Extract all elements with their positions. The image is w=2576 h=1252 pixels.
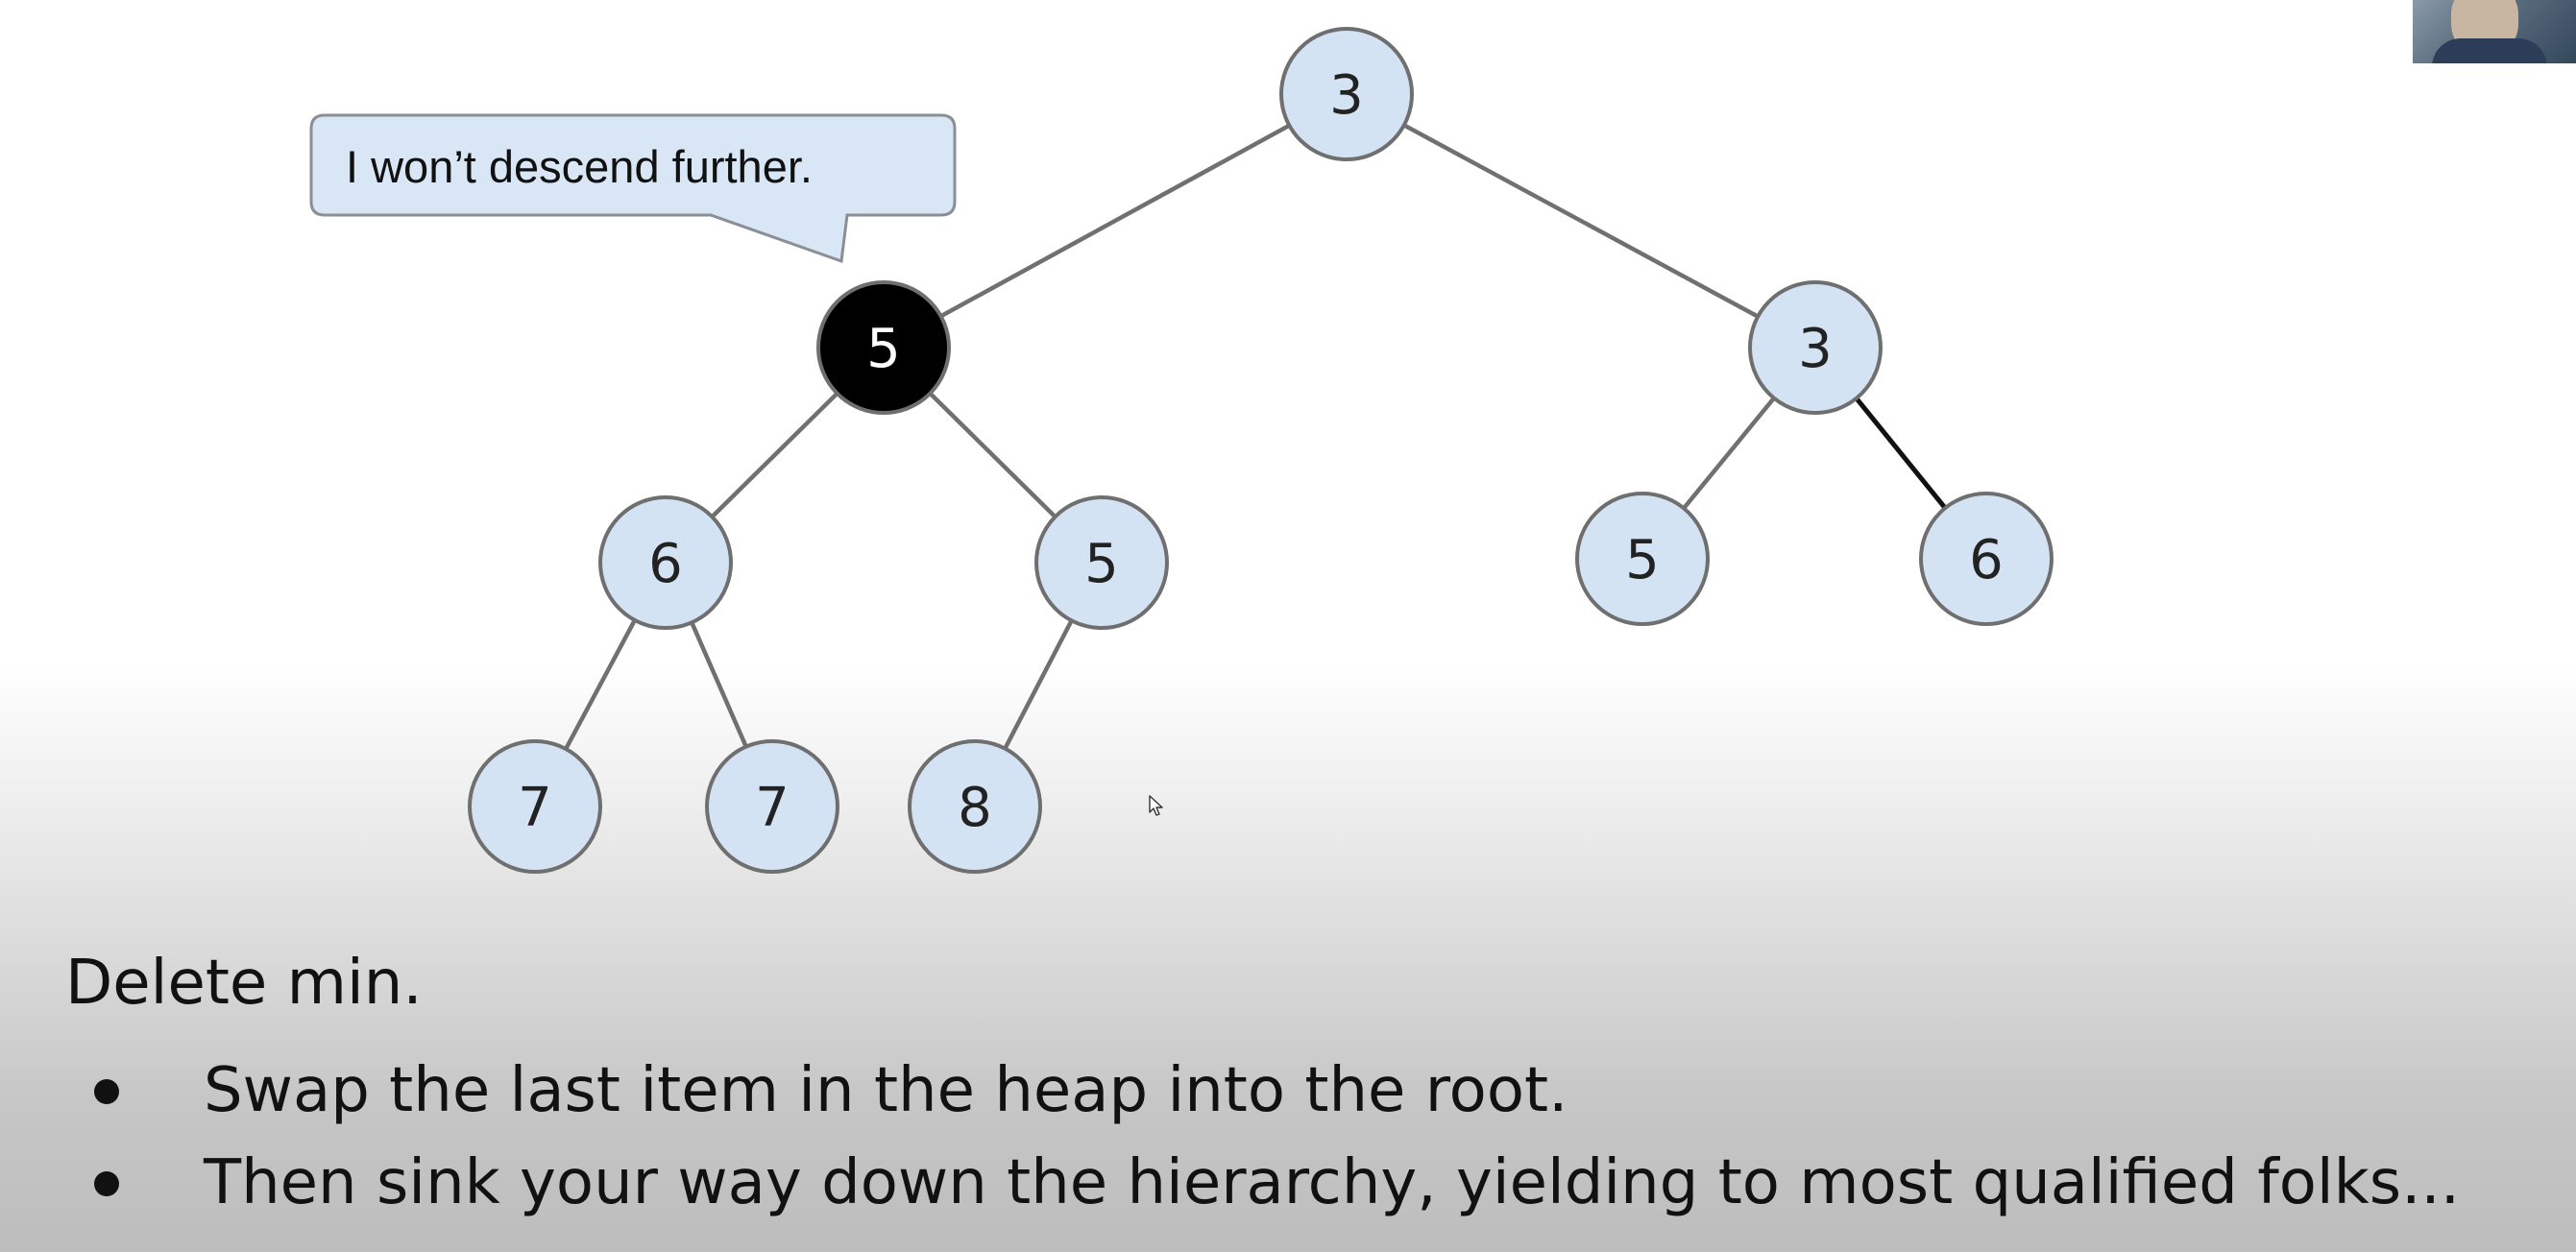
- tree-node: 6: [1919, 492, 2054, 626]
- tree-nodes: 3 5 3 6 5 5 6 7 7 8: [468, 27, 2054, 874]
- node-circle: [1279, 27, 1414, 161]
- tree-node: 3: [1279, 27, 1414, 161]
- tree-edge: [1345, 92, 1817, 349]
- node-value: 3: [1798, 318, 1833, 380]
- bullet-dot-icon: [94, 1171, 119, 1196]
- caption-title: Delete min.: [65, 948, 423, 1019]
- tree-node: 3: [1748, 280, 1883, 415]
- tree-node-highlighted: 5: [816, 280, 951, 415]
- node-circle: [705, 739, 839, 874]
- bullet-item: Then sink your way down the hierarchy, y…: [65, 1137, 2543, 1229]
- node-circle: [468, 739, 602, 874]
- node-value: 5: [866, 318, 901, 380]
- node-value: 5: [1084, 533, 1119, 595]
- node-value: 5: [1625, 529, 1660, 591]
- node-value: 8: [958, 777, 992, 839]
- tree-node: 8: [908, 739, 1042, 874]
- node-value: 6: [1969, 529, 2004, 591]
- slide-caption: Delete min. Swap the last item in the he…: [65, 943, 2543, 1229]
- callout-text: I won’t descend further.: [346, 141, 813, 192]
- bullet-item: Swap the last item in the heap into the …: [65, 1045, 2543, 1137]
- node-circle: [1919, 492, 2054, 626]
- node-circle: [908, 739, 1042, 874]
- tree-node: 7: [705, 739, 839, 874]
- bullet-text: Then sink your way down the hierarchy, y…: [204, 1147, 2461, 1218]
- tree-node: 7: [468, 739, 602, 874]
- node-circle: [816, 280, 951, 415]
- tree-node: 5: [1034, 495, 1169, 630]
- node-circle: [1748, 280, 1883, 415]
- tree-node: 6: [598, 495, 733, 630]
- tree-edge: [882, 92, 1349, 349]
- node-value: 3: [1329, 64, 1364, 127]
- bullet-text: Swap the last item in the heap into the …: [204, 1055, 1568, 1126]
- speech-callout: I won’t descend further.: [309, 113, 957, 264]
- presenter-webcam-thumbnail: [2413, 0, 2576, 63]
- node-circle: [598, 495, 733, 630]
- node-value: 7: [518, 777, 552, 839]
- callout-bubble: [309, 113, 957, 264]
- tree-node: 5: [1575, 492, 1710, 626]
- presenter-shirt: [2432, 38, 2547, 63]
- node-value: 6: [648, 533, 683, 595]
- node-circle: [1034, 495, 1169, 630]
- bullet-dot-icon: [94, 1079, 119, 1104]
- node-circle: [1575, 492, 1710, 626]
- mouse-pointer-icon: [1149, 795, 1163, 816]
- node-value: 7: [755, 777, 790, 839]
